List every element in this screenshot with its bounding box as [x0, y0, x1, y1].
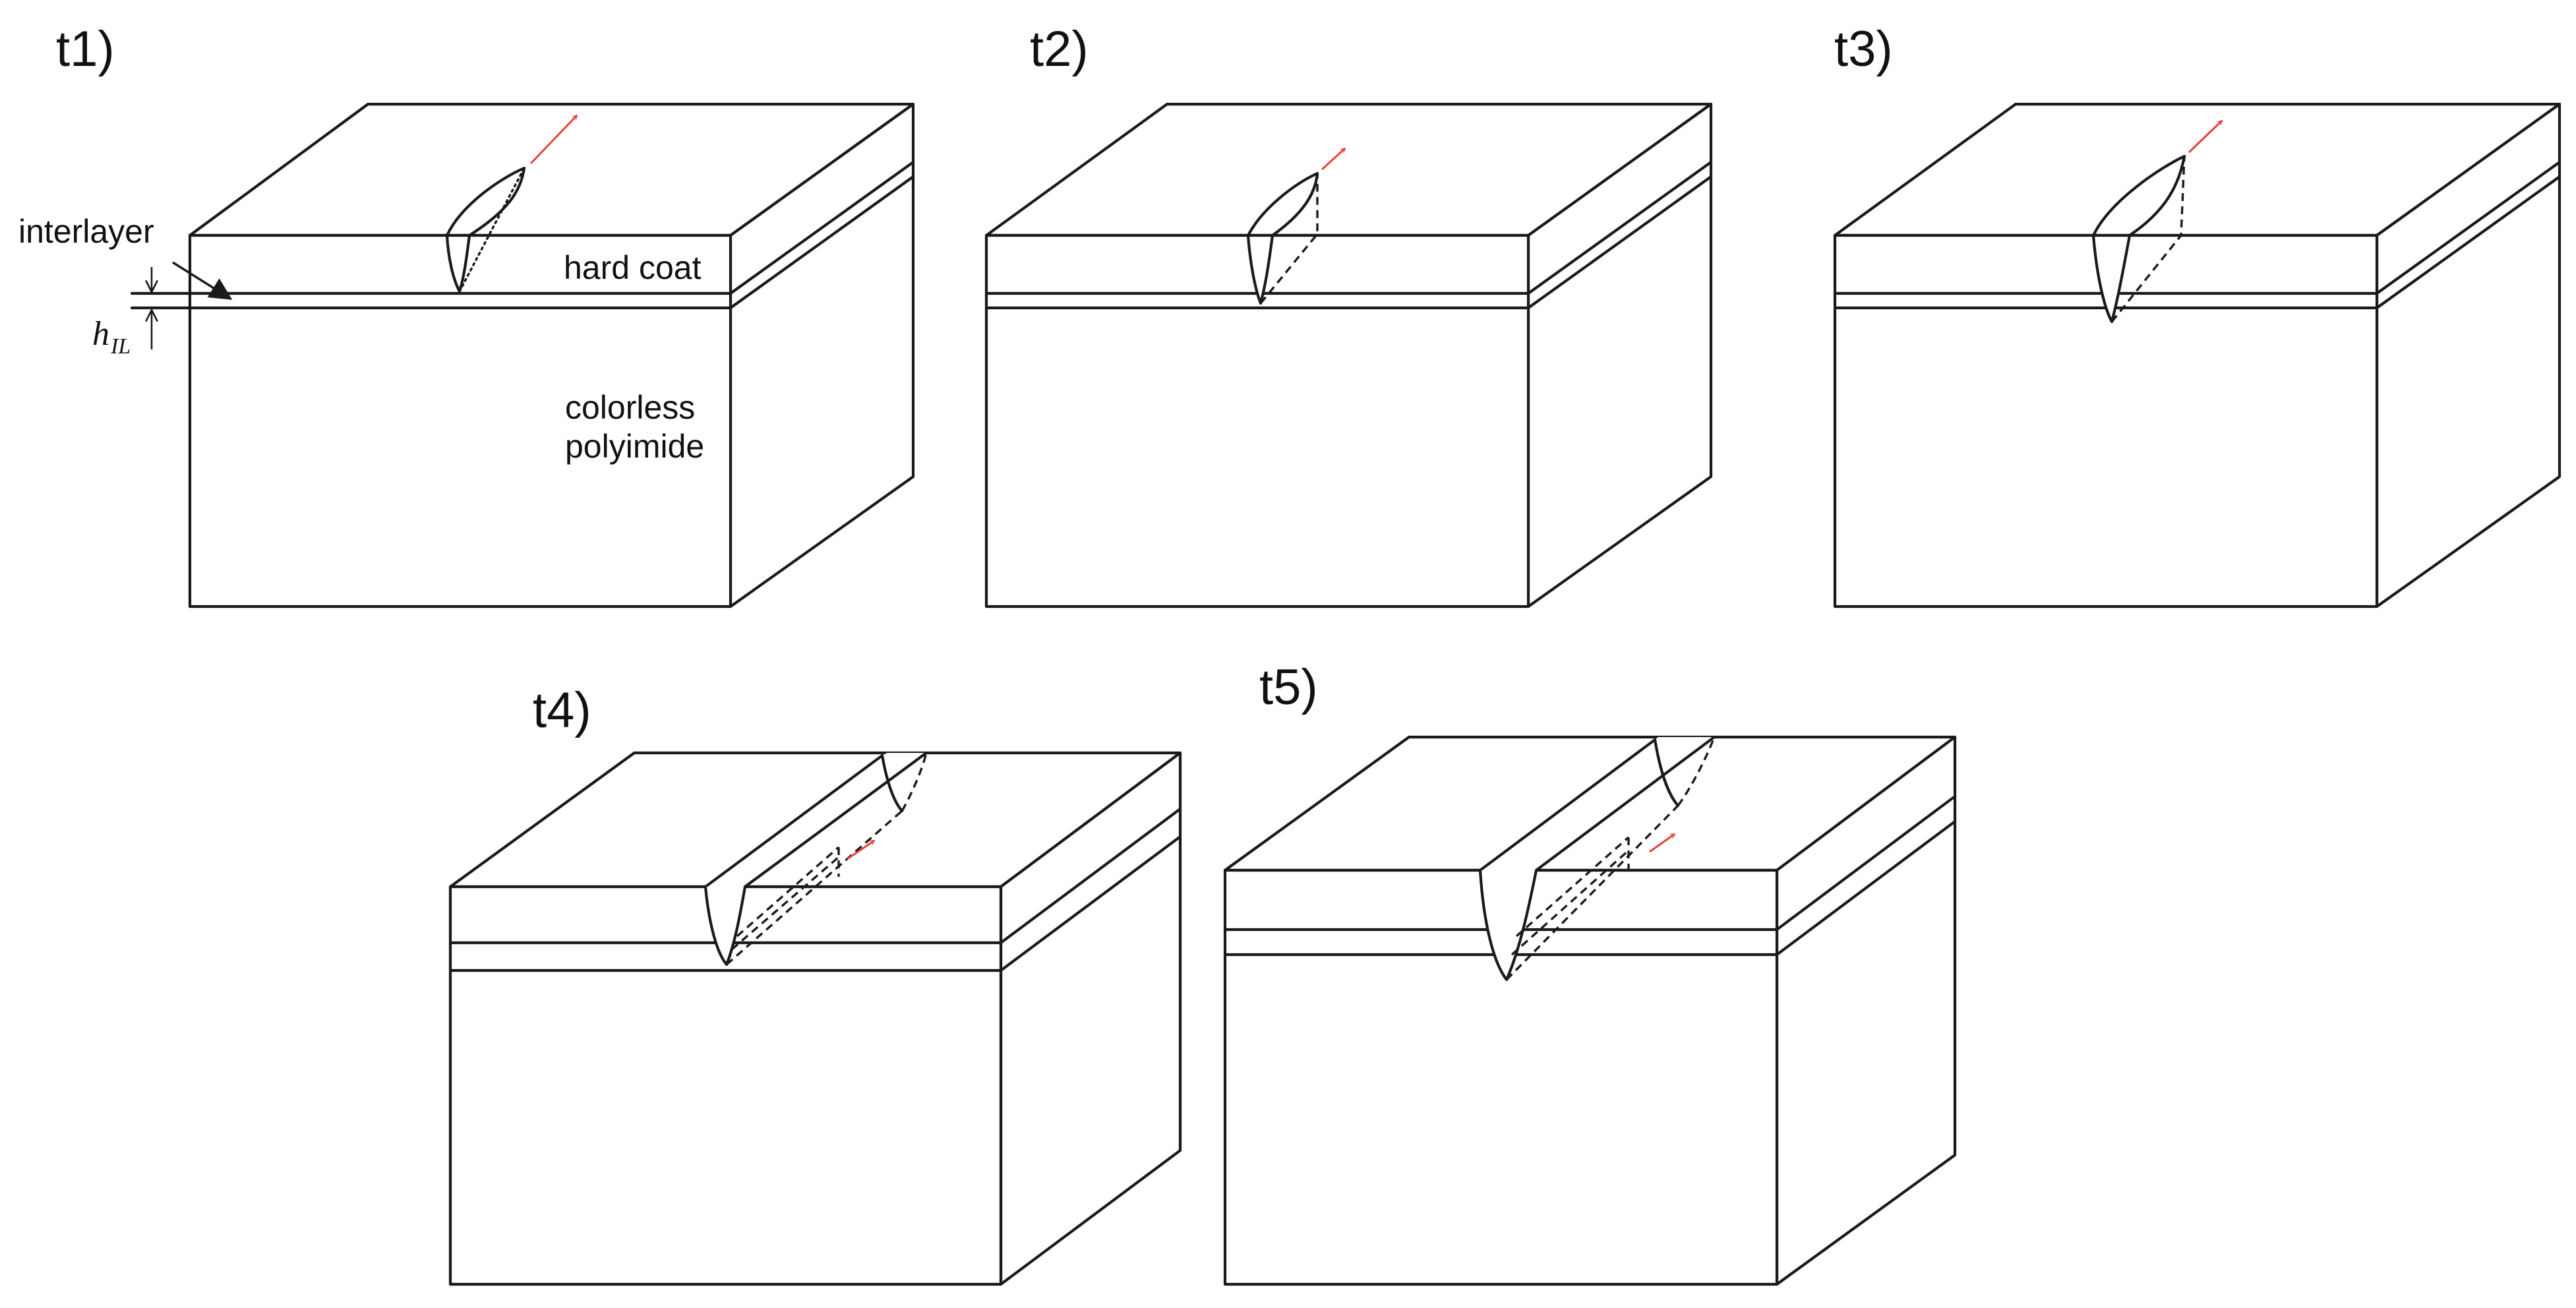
block-t3	[1833, 102, 2561, 609]
groove-back-wall	[880, 754, 904, 813]
h-il-subscript: IL	[110, 334, 131, 359]
side-interlayer-bottom	[1526, 175, 1713, 310]
interlayer-thickness-dimension: h IL	[92, 267, 192, 359]
groove-bottom-trace	[2111, 156, 2186, 323]
groove-back-wall	[1653, 738, 1680, 808]
block-t1	[188, 102, 915, 609]
groove-far-rim	[743, 751, 928, 889]
panel-label-t2: t2)	[1030, 21, 1089, 77]
groove-back-profile-hidden	[1677, 736, 1716, 807]
scratch-groove-t4	[704, 751, 928, 966]
scratch-groove-t1	[445, 166, 526, 293]
panel-t1: t1) interlayer hard coat colorless polyi…	[18, 21, 915, 609]
side-interlayer-bottom	[1775, 819, 1957, 957]
side-interlayer-top	[729, 160, 915, 295]
scratch-groove-t5	[1478, 735, 1716, 982]
panel-t3: t3)	[1833, 21, 2561, 609]
side-interlayer-top	[999, 807, 1182, 945]
panel-label-t5: t5)	[1259, 659, 1318, 715]
groove-near-rim	[1478, 738, 1657, 872]
interlayer-trace-2	[1515, 836, 1630, 937]
groove-near-rim	[704, 754, 884, 889]
groove-bottom-trace	[458, 167, 525, 293]
side-interlayer-bottom	[999, 835, 1182, 972]
panel-t2: t2)	[984, 21, 1713, 609]
panel-label-t3: t3)	[1834, 21, 1893, 77]
groove-channel-fill	[1480, 737, 1714, 870]
h-il-symbol: h	[92, 315, 109, 353]
colorless-label: colorless	[565, 389, 695, 426]
scratch-groove-t3	[2091, 154, 2186, 324]
side-interlayer-top	[2375, 160, 2561, 295]
groove-channel-fill	[705, 753, 926, 887]
panel-t5: t5)	[1223, 659, 1957, 1286]
scratch-direction-arrow	[847, 839, 876, 860]
scratch-groove-t2	[1246, 171, 1319, 305]
front-face	[188, 233, 733, 609]
interlayer-trace-1	[731, 856, 840, 951]
polyimide-label: polyimide	[565, 428, 704, 465]
groove-far-rim	[1534, 735, 1716, 872]
interlayer-pointer-arrow	[172, 261, 233, 300]
scratch-direction-arrow	[2188, 119, 2223, 154]
scratch-direction-arrow	[1649, 833, 1676, 853]
block-t2	[984, 102, 1713, 609]
panel-label-t1: t1)	[56, 21, 115, 77]
scratch-direction-arrow	[1321, 147, 1346, 171]
side-interlayer-top	[1526, 160, 1713, 295]
side-interlayer-bottom	[729, 175, 915, 310]
panel-label-t4: t4)	[533, 682, 591, 738]
panel-t4: t4)	[448, 682, 1182, 1286]
groove-bottom-trace	[1505, 804, 1679, 981]
interlayer-trace-2	[736, 846, 840, 937]
groove-bottom-trace	[1259, 173, 1319, 305]
scratch-direction-arrow	[529, 114, 578, 165]
interlayer-label: interlayer	[18, 213, 154, 250]
side-interlayer-bottom	[2375, 175, 2561, 310]
groove-back-profile-hidden	[901, 752, 928, 812]
hard-coat-label: hard coat	[564, 249, 702, 286]
side-interlayer-top	[1775, 794, 1957, 932]
